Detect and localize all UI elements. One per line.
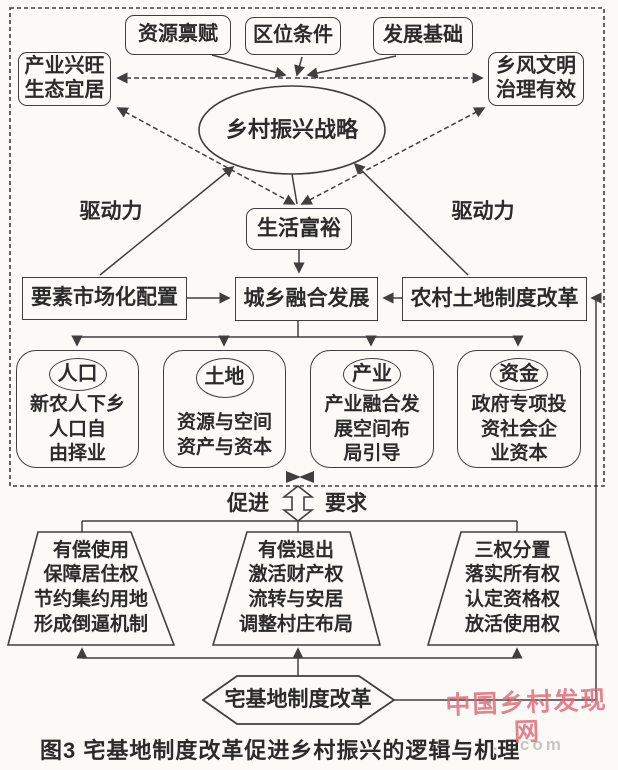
converge-arrows-icon [286,471,314,483]
factor-title-population: 人口 [48,358,107,391]
factor-title-capital: 资金 [490,358,548,391]
factor-box-land: 土地 资源与空间 资产与资本 [163,350,286,468]
foundation-box-location: 区位条件 [245,17,341,55]
dashed-frame [9,7,605,487]
promote-require-arrow-icon [281,484,315,523]
factor-box-industry: 产业 产业融合发 展空间布 局引导 [310,350,434,468]
driving-force-right-label: 驱动力 [451,199,515,223]
foundation-box-development: 发展基础 [373,17,473,55]
watermark-domain: ….com [492,734,564,754]
factor-title-industry: 产业 [343,358,401,391]
reform-paid-exit-label: 有偿退出 激活财产权 流转与安居 调整村庄布局 [238,539,353,635]
homestead-reform-hexagon [201,675,396,725]
factor-desc-population: 新农人下乡 人口自 由择业 [29,393,125,465]
urban-rural-integration-box: 城乡融合发展 [235,277,378,321]
factor-desc-capital: 政府专项投 资社会企 业资本 [471,393,567,465]
connector-lines [71,54,602,701]
homestead-reform-label: 宅基地制度改革 [224,687,372,711]
reform-trapezoids [6,531,600,646]
factor-desc-industry: 产业融合发 展空间布 局引导 [324,393,420,465]
factor-desc-land: 资源与空间 资产与资本 [176,412,272,458]
require-label: 要求 [325,491,367,515]
factor-box-capital: 资金 政府专项投 资社会企 业资本 [457,350,581,468]
foundation-box-resource: 资源禀赋 [125,15,231,55]
reform-three-rights-label: 三权分置 落实所有权 认定资格权 放活使用权 [464,539,560,635]
figure-caption: 图3 宅基地制度改革促进乡村振兴的逻辑与机理 [40,738,521,764]
promote-label: 促进 [227,491,269,515]
rural-land-reform-box: 农村土地制度改革 [402,277,587,321]
watermark: 中国乡村发现网 [445,685,608,747]
goal-box-civility-governance: 乡风文明 治理有效 [488,52,584,106]
reform-paid-use-label: 有偿使用 保障居住权 节约集约用地 形成倒逼机制 [33,539,148,635]
goal-box-affluence: 生活富裕 [246,208,352,250]
factor-market-allocation-box: 要素市场化配置 [22,277,187,320]
driving-force-left-label: 驱动力 [79,199,143,223]
factor-box-population: 人口 新农人下乡 人口自 由择业 [16,350,139,468]
factor-title-land: 土地 [195,358,254,398]
strategy-label: 乡村振兴战略 [225,117,358,143]
goal-box-industry-ecology: 产业兴旺 生态宜居 [18,52,111,106]
